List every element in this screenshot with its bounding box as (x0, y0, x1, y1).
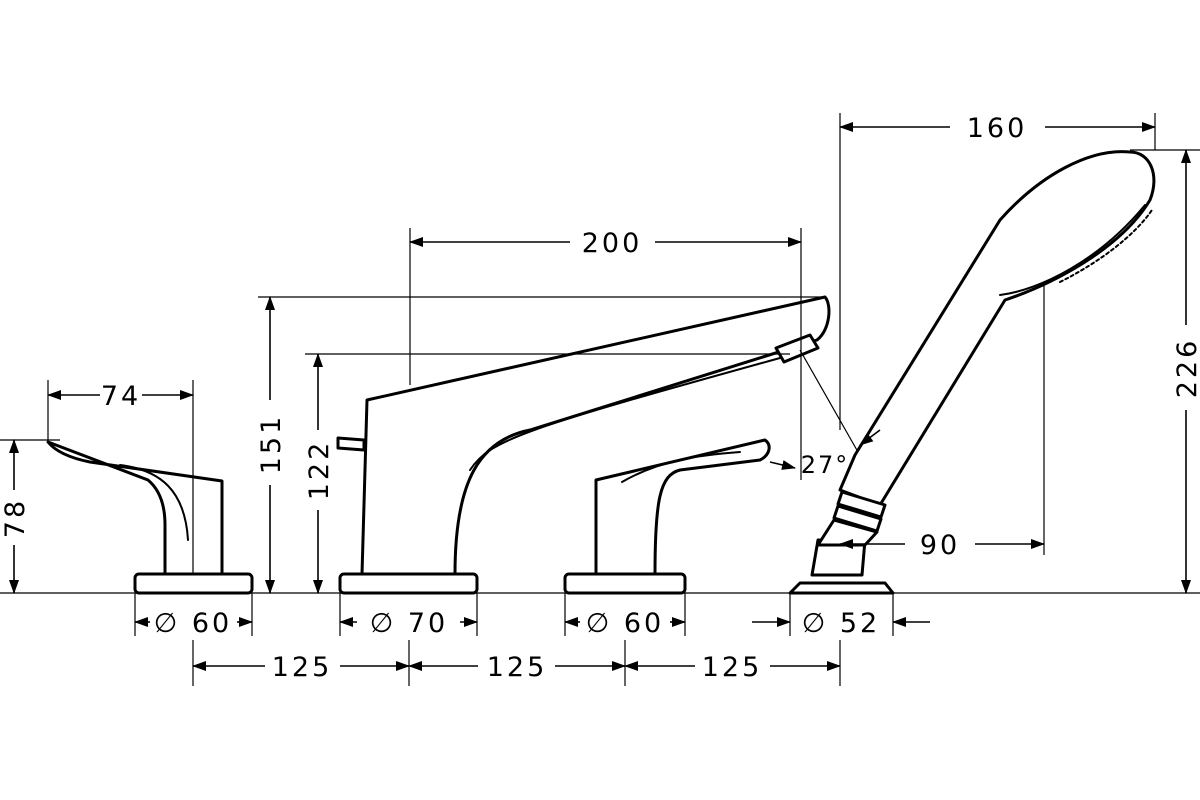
handshower-face (999, 204, 1146, 296)
dim-handshower-base-diameter: ∅ 52 (752, 593, 930, 639)
spout-underside (469, 357, 781, 471)
dim-lever-width: 74 (47, 380, 194, 574)
label-handshower-base-diameter: ∅ 52 (802, 608, 880, 639)
left-lever-valve (46, 440, 254, 595)
dim-right-base-diameter: ∅ 60 (564, 593, 686, 639)
dim-spout-reach: 200 (409, 228, 802, 480)
label-spacing-2: 125 (487, 652, 548, 683)
dim-lever-height: 78 (0, 439, 60, 594)
label-spacing-3: 125 (702, 652, 763, 683)
left-valve-body (46, 440, 224, 576)
dim-handshower-offset: 90 (839, 285, 1045, 561)
spout-outlet (774, 333, 820, 364)
label-spout-base-diameter: ∅ 70 (370, 608, 448, 639)
label-spout-reach: 200 (582, 228, 643, 259)
label-handshower-height: 226 (1172, 338, 1200, 399)
hand-shower (788, 150, 1156, 595)
handshower-handle (838, 150, 1156, 507)
spout (336, 295, 831, 595)
handshower-rings (832, 490, 887, 533)
left-valve-base (133, 572, 254, 595)
handshower-nozzles (1059, 209, 1153, 283)
right-lever-valve (563, 438, 771, 595)
handshower-neck (816, 518, 879, 547)
label-left-base-diameter: ∅ 60 (154, 608, 232, 639)
label-spout-top-height: 151 (256, 414, 287, 475)
dim-handshower-height: 226 (1130, 149, 1200, 594)
spout-base (338, 572, 479, 595)
label-handshower-offset: 90 (920, 530, 960, 561)
handshower-base (788, 581, 895, 595)
label-spout-angle: 27° (801, 451, 850, 479)
label-spout-outlet-height: 122 (304, 440, 335, 501)
label-spacing-1: 125 (272, 652, 333, 683)
spout-lever-pin (336, 436, 366, 452)
label-handshower-length: 160 (967, 113, 1028, 144)
dim-spout-angle: 27° (769, 349, 881, 479)
right-lever-curve (621, 451, 741, 483)
label-right-base-diameter: ∅ 60 (586, 608, 664, 639)
dim-spout-top-height: 151 (256, 296, 825, 594)
right-valve-base (563, 572, 687, 595)
dim-handshower-length: 160 (839, 113, 1156, 430)
left-lever-curve (119, 464, 189, 541)
spout-body (360, 295, 831, 576)
label-lever-height: 78 (0, 498, 31, 538)
dim-spacings: 125 125 125 (192, 640, 841, 686)
dim-left-base-diameter: ∅ 60 (134, 593, 253, 639)
label-lever-width: 74 (101, 381, 141, 412)
dim-spout-outlet-height: 122 (304, 353, 790, 594)
dim-spout-base-diameter: ∅ 70 (339, 593, 478, 639)
